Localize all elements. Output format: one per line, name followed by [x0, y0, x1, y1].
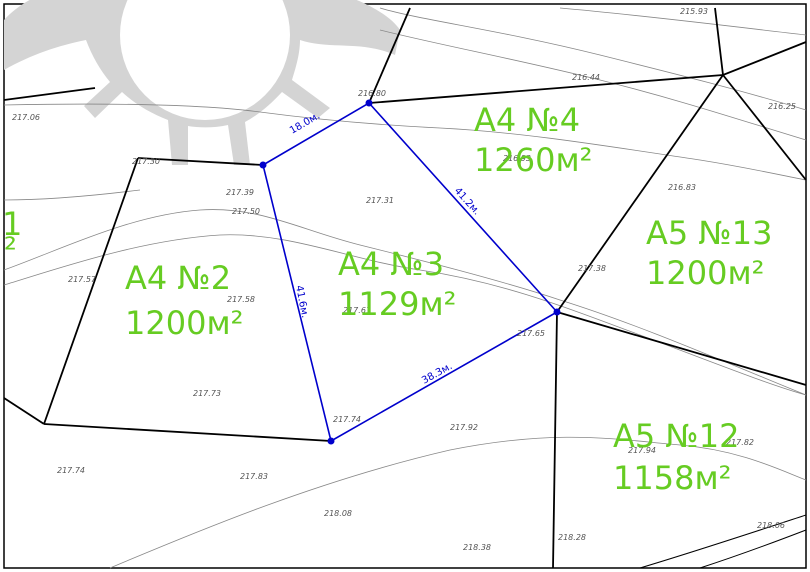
elevation-label: 217.61 — [343, 306, 371, 315]
vertex-point — [259, 161, 267, 169]
plot-area: ² — [4, 230, 17, 268]
elevation-label: 217.06 — [12, 113, 40, 122]
vertex-point — [553, 308, 561, 316]
elevation-label: 217.73 — [193, 389, 221, 398]
elevation-label: 217.58 — [227, 295, 255, 304]
vertex-point — [327, 437, 335, 445]
elevation-label: 217.30 — [132, 157, 160, 166]
plot-code: А4 №3 — [338, 245, 444, 283]
plot-code: А4 №2 — [125, 259, 231, 297]
plot-area: 1200м² — [125, 304, 243, 342]
elevation-label: 218.06 — [757, 521, 785, 530]
elevation-label: 217.74 — [57, 466, 85, 475]
plot-area: 1158м² — [613, 459, 731, 497]
elevation-label: 217.31 — [366, 196, 394, 205]
elevation-label: 218.38 — [463, 543, 491, 552]
elevation-label: 217.39 — [226, 188, 254, 197]
contour-lines — [3, 7, 807, 569]
elevation-label: 216.80 — [358, 89, 386, 98]
plot-area: 1129м² — [338, 285, 456, 323]
parcel-boundaries — [3, 7, 807, 569]
elevation-label: 216.44 — [572, 73, 600, 82]
parcel-vertices — [259, 99, 561, 445]
elevation-label: 217.74 — [333, 415, 361, 424]
elevation-label: 217.57 — [68, 275, 97, 284]
plot-code: А5 №12 — [613, 417, 739, 455]
elevation-label: 217.94 — [628, 446, 656, 455]
plot-code: А4 №4 — [474, 101, 580, 139]
roundabout — [4, 0, 400, 165]
elevation-label: 217.83 — [240, 472, 268, 481]
elevation-label: 215.93 — [680, 7, 708, 16]
plot-area: 1260м² — [474, 141, 592, 179]
elevation-label: 217.38 — [578, 264, 606, 273]
elevation-label: 218.28 — [558, 533, 586, 542]
elevation-label: 218.08 — [324, 509, 352, 518]
road-edges — [639, 514, 807, 569]
elevation-label: 216.25 — [768, 102, 796, 111]
plot-code: 1 — [2, 205, 22, 243]
plot-labels: А4 №4 1260м² А4 №3 1129м² А4 №2 1200м² А… — [2, 101, 772, 497]
elevation-label: 217.50 — [232, 207, 260, 216]
elevation-label: 216.83 — [668, 183, 696, 192]
elevation-label: 217.92 — [450, 423, 478, 432]
elevation-label: 216.93 — [503, 154, 531, 163]
vertex-point — [365, 99, 373, 107]
elevation-label: 217.82 — [726, 438, 754, 447]
plot-area: 1200м² — [646, 254, 764, 292]
plot-code: А5 №13 — [646, 214, 772, 252]
elevation-label: 217.65 — [517, 329, 545, 338]
elevation-marks: 215.93 216.44 216.25 216.80 217.06 216.9… — [12, 7, 796, 552]
